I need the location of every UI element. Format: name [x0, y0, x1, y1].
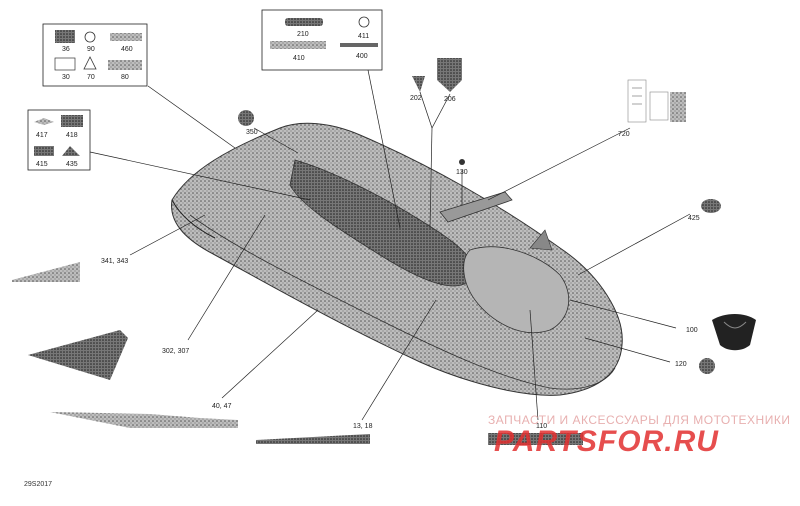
decal-341-343	[12, 262, 80, 282]
callout-206: 206	[444, 96, 456, 103]
callout-110: 110	[536, 423, 547, 430]
stern-edge	[171, 199, 216, 239]
callout-40-47: 40, 47	[212, 403, 232, 410]
watercraft-illustration	[171, 122, 623, 396]
diagram-code: 29S2017	[24, 481, 53, 488]
mirror	[529, 229, 553, 251]
label-box-top-left: 36 90 460 30 70 80	[42, 23, 148, 87]
decal-411	[358, 16, 370, 28]
watermark-subtitle: ЗАПЧАСТИ И АКСЕССУАРЫ ДЛЯ МОТОТЕХНИКИ	[488, 413, 791, 427]
decal-100	[712, 314, 756, 351]
decal-415	[34, 146, 54, 156]
callout-410: 410	[293, 55, 305, 62]
decal-400	[340, 43, 378, 47]
callout-418: 418	[66, 132, 78, 139]
callout-435: 435	[66, 161, 78, 168]
decal-720	[627, 79, 686, 123]
callout-210: 210	[297, 31, 309, 38]
callout-350: 350	[246, 129, 258, 136]
hull-chine-line	[189, 214, 616, 390]
decal-460	[110, 33, 142, 41]
decal-36	[55, 30, 75, 43]
decal-417	[34, 118, 54, 125]
decal-350	[238, 110, 254, 126]
leader-lines	[89, 69, 691, 421]
decal-435	[62, 146, 80, 156]
decal-90	[84, 31, 96, 43]
callout-13-18: 13, 18	[353, 423, 373, 430]
decal-80	[108, 60, 142, 70]
label-box-left: 417 418 415 435	[27, 109, 91, 171]
callout-36: 36	[62, 46, 70, 53]
callout-411: 411	[358, 33, 369, 40]
decal-206	[437, 58, 462, 92]
callout-302-307: 302, 307	[162, 348, 189, 355]
callout-460: 460	[121, 46, 133, 53]
front-deck	[463, 246, 569, 334]
decal-418	[61, 115, 83, 127]
callout-417: 417	[36, 132, 48, 139]
callout-70: 70	[87, 74, 95, 81]
callout-90: 90	[87, 46, 95, 53]
decal-13-18	[256, 434, 370, 444]
callout-120: 120	[675, 361, 687, 368]
decal-120	[699, 358, 715, 374]
decal-425	[701, 199, 721, 213]
callout-100: 100	[686, 327, 698, 334]
decal-202	[412, 76, 425, 92]
decal-pieces	[12, 58, 756, 445]
callout-415: 415	[36, 161, 48, 168]
callout-30: 30	[62, 74, 70, 81]
decal-410	[270, 41, 326, 49]
decal-40-47	[50, 412, 238, 428]
callout-425: 425	[688, 215, 700, 222]
watermark-brand: PARTSFOR.RU	[494, 425, 719, 458]
callout-720: 720	[618, 131, 630, 138]
decal-302-307	[28, 330, 128, 380]
callout-341-343: 341, 343	[101, 258, 128, 265]
decal-130	[459, 159, 465, 165]
label-box-top-center: 210 411 410 400	[261, 9, 383, 71]
callout-400: 400	[356, 53, 368, 60]
decal-70	[83, 56, 97, 70]
handlebar	[439, 191, 513, 223]
callout-80: 80	[121, 74, 129, 81]
decal-210	[285, 18, 323, 26]
decal-30	[54, 57, 76, 71]
callout-202: 202	[410, 95, 422, 102]
decal-110	[488, 433, 583, 445]
callout-130: 130	[456, 169, 468, 176]
